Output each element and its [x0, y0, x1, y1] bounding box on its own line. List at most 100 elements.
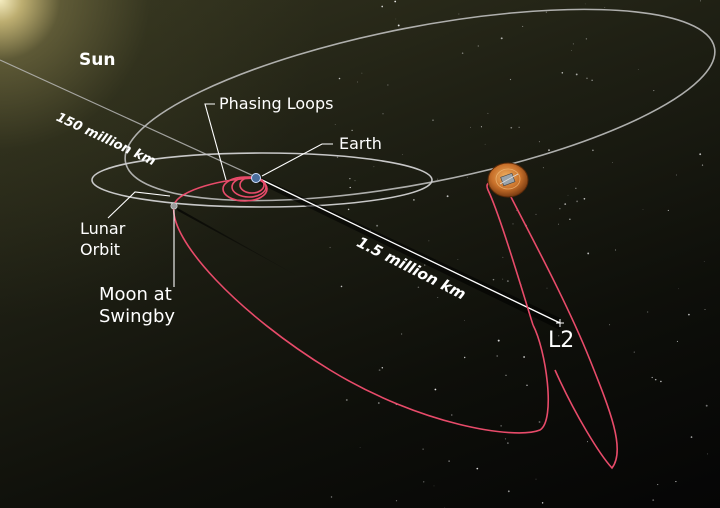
star [432, 119, 434, 122]
lunar-orbit-label-line2: Orbit [80, 240, 121, 259]
star [591, 79, 593, 81]
star [587, 441, 588, 443]
trajectory [172, 176, 619, 470]
lunar-orbit-label-line1: Lunar [80, 219, 126, 238]
star [667, 209, 669, 211]
star [535, 213, 537, 215]
earth-orbit-ring [124, 8, 716, 202]
star [703, 260, 705, 262]
star [382, 113, 384, 115]
star [401, 333, 403, 335]
star [646, 311, 649, 313]
star [349, 186, 351, 189]
star [424, 264, 426, 266]
star [330, 496, 333, 498]
star [349, 178, 351, 180]
star [615, 249, 617, 251]
star [651, 376, 653, 379]
star [571, 50, 572, 51]
star [361, 72, 363, 74]
star [378, 369, 381, 371]
star [512, 223, 514, 225]
l2-label: L2 [548, 328, 575, 353]
star [558, 223, 559, 225]
star [329, 246, 331, 249]
l2-orbit-path [486, 182, 619, 470]
star [371, 251, 373, 253]
star [402, 154, 404, 155]
transfer-trajectory [172, 177, 550, 434]
star [428, 240, 430, 242]
star [345, 399, 348, 401]
star [558, 335, 560, 337]
star [502, 278, 504, 280]
star [423, 481, 425, 483]
star [509, 78, 512, 81]
star [510, 126, 513, 129]
star [567, 194, 569, 196]
earth-leader [261, 143, 333, 177]
star [351, 129, 353, 132]
star [642, 208, 644, 210]
star [354, 180, 356, 182]
star [387, 84, 389, 86]
star [451, 414, 453, 416]
star [434, 388, 437, 391]
moon-marker [170, 202, 178, 210]
star [587, 252, 590, 255]
star [407, 267, 409, 269]
star [448, 460, 450, 462]
moon-shadow-beam [174, 206, 360, 310]
star [437, 178, 439, 180]
star [569, 218, 571, 220]
sun-earth-line [0, 59, 257, 178]
star [583, 197, 586, 200]
star-field [329, 0, 709, 508]
lunar-orbit-leader [107, 191, 171, 219]
star [395, 18, 397, 20]
sun-label: Sun [79, 50, 116, 70]
star [397, 24, 400, 27]
star [506, 280, 509, 283]
star [604, 7, 606, 8]
star [657, 484, 659, 486]
star [500, 37, 503, 40]
star [652, 499, 655, 501]
star [334, 124, 336, 125]
star [470, 126, 471, 128]
star [497, 339, 500, 342]
star [538, 421, 541, 423]
star [377, 402, 380, 404]
star [653, 90, 655, 92]
star [504, 438, 507, 440]
star [546, 287, 548, 289]
star [675, 174, 677, 176]
star [637, 68, 639, 70]
star [476, 467, 479, 470]
earth-l2-line [257, 177, 561, 324]
star [422, 448, 424, 450]
star [516, 210, 517, 211]
star [522, 25, 524, 27]
star [699, 0, 702, 2]
star [444, 506, 446, 508]
moon-label-line1: Moon at [99, 284, 172, 305]
star [381, 367, 384, 369]
star [538, 141, 540, 143]
spacecraft-icon [487, 162, 529, 198]
star [492, 278, 495, 281]
star [487, 112, 489, 114]
star [707, 453, 709, 455]
star [457, 258, 459, 260]
star [545, 11, 547, 13]
star [688, 313, 690, 316]
star [654, 378, 657, 381]
star [586, 77, 588, 80]
star [575, 73, 578, 76]
star [359, 447, 361, 448]
star [484, 143, 486, 145]
star [676, 340, 678, 342]
star [500, 425, 502, 427]
moon-swingby-label: Moon at Swingby [99, 284, 175, 328]
